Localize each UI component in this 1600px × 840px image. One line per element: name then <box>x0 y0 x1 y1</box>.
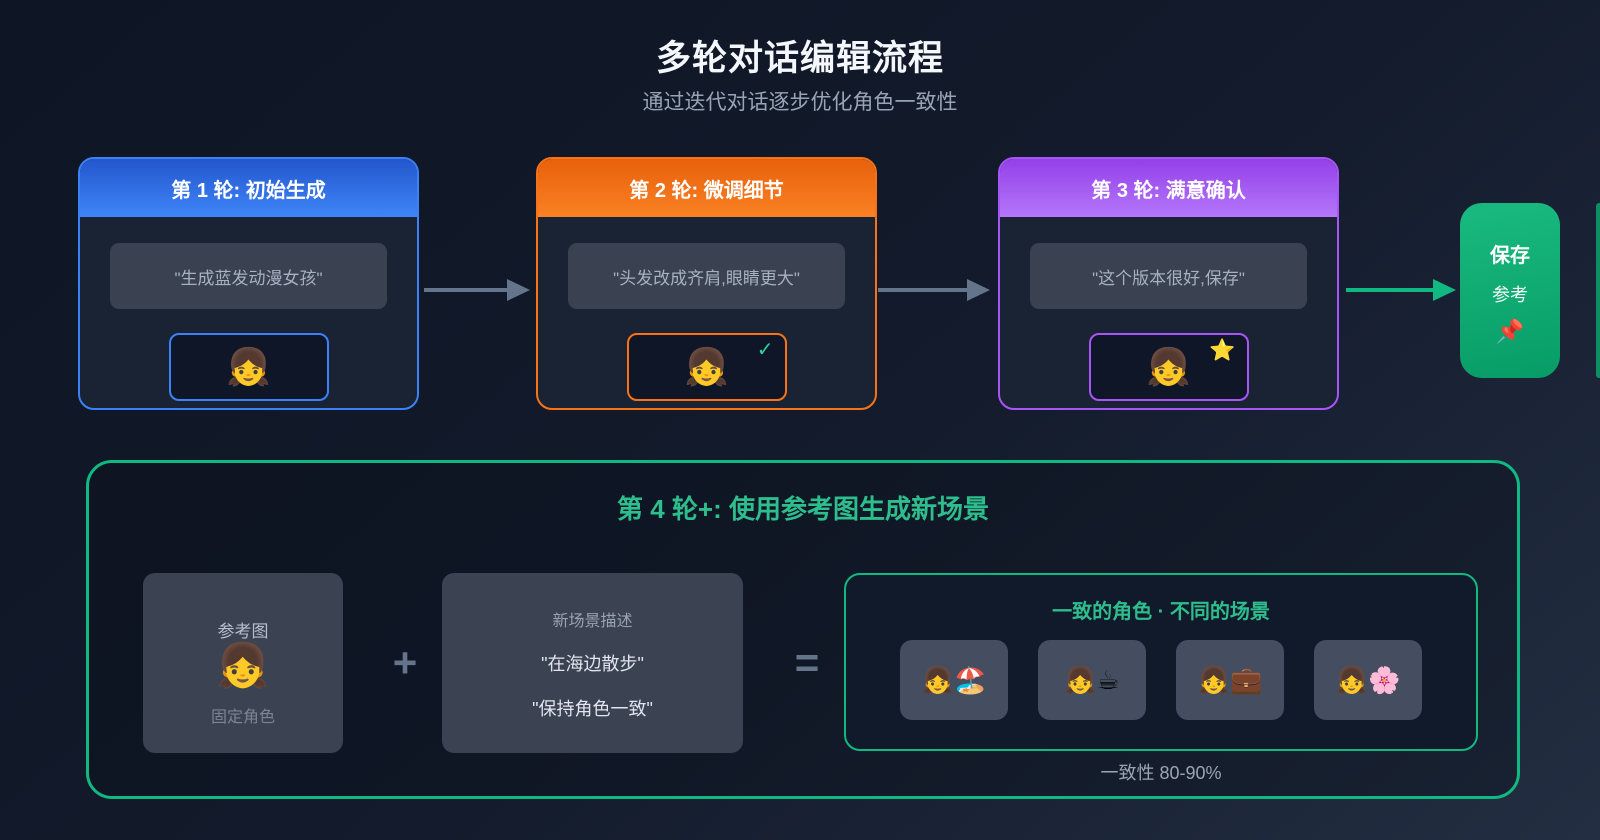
save-label: 保存 <box>1490 244 1530 267</box>
fixed-character-caption: 固定角色 <box>210 709 275 727</box>
scene-prompt-line: "在海边散步" <box>541 654 644 674</box>
round-3-prompt: "这个版本很好,保存" <box>1030 243 1307 309</box>
reference-label: 参考 <box>1492 284 1528 305</box>
round-1-image-box: 👧 <box>168 333 329 401</box>
page-title: 多轮对话编辑流程 <box>655 39 944 78</box>
round-3-header: 第 3 轮: 满意确认 <box>1000 159 1337 217</box>
scene-description-box: 新场景描述 "在海边散步" "保持角色一致" <box>442 573 743 753</box>
arrow-right-icon <box>424 279 530 301</box>
page-subtitle: 通过迭代对话逐步优化角色一致性 <box>642 91 958 114</box>
star-icon: ⭐ <box>1209 339 1236 362</box>
scene-tile-beach: 👧🏖️ <box>900 640 1008 720</box>
equals-sign: = <box>794 639 820 686</box>
save-reference-card: 保存 参考 📌 <box>1460 203 1560 378</box>
arrow-shaft <box>878 288 967 292</box>
result-box: 一致的角色 · 不同的场景 👧🏖️ 👧☕ 👧💼 👧🌸 <box>844 573 1478 751</box>
arrow-right-icon <box>878 279 990 301</box>
scene-description-label: 新场景描述 <box>552 613 633 630</box>
scene-tile-coffee: 👧☕ <box>1038 640 1146 720</box>
scene-tiles-row: 👧🏖️ 👧☕ 👧💼 👧🌸 <box>846 640 1476 720</box>
arrow-head <box>1433 279 1456 301</box>
arrow-shaft <box>1346 288 1433 292</box>
pushpin-emoji: 📌 <box>1495 317 1525 344</box>
round-3-image-box: 👧 ⭐ <box>1088 333 1249 401</box>
result-title: 一致的角色 · 不同的场景 <box>1052 601 1270 623</box>
girl-emoji: 👧 <box>684 346 729 387</box>
scene-tile-briefcase: 👧💼 <box>1176 640 1284 720</box>
reference-image-label: 参考图 <box>217 622 269 641</box>
girl-emoji: 👧 <box>226 346 271 387</box>
girl-emoji: 👧 <box>216 642 270 690</box>
girl-emoji: 👧 <box>1146 346 1191 387</box>
scene-tile-flower: 👧🌸 <box>1314 640 1422 720</box>
arrow-head <box>967 279 990 301</box>
arrow-right-icon <box>1346 279 1456 301</box>
round-2-header: 第 2 轮: 微调细节 <box>538 159 875 217</box>
round-1-card: 第 1 轮: 初始生成 "生成蓝发动漫女孩" 👧 <box>78 157 419 410</box>
reference-image-box: 参考图 👧 固定角色 <box>143 573 343 753</box>
plus-sign: + <box>392 639 418 686</box>
round-3-card: 第 3 轮: 满意确认 "这个版本很好,保存" 👧 ⭐ <box>998 157 1339 410</box>
arrow-head <box>507 279 530 301</box>
round-4-title: 第 4 轮+: 使用参考图生成新场景 <box>617 494 989 524</box>
round-2-card: 第 2 轮: 微调细节 "头发改成齐肩,眼睛更大" 👧 ✓ <box>536 157 877 410</box>
round-1-prompt: "生成蓝发动漫女孩" <box>110 243 387 309</box>
checkmark-icon: ✓ <box>756 339 774 361</box>
round-1-header: 第 1 轮: 初始生成 <box>80 159 417 217</box>
round-2-image-box: 👧 ✓ <box>626 333 787 401</box>
cutoff-card-edge <box>1596 203 1600 378</box>
arrow-shaft <box>424 288 507 292</box>
scene-prompt-line: "保持角色一致" <box>532 699 653 719</box>
round-4-section: 第 4 轮+: 使用参考图生成新场景 参考图 👧 固定角色 + 新场景描述 "在… <box>86 460 1520 799</box>
round-2-prompt: "头发改成齐肩,眼睛更大" <box>568 243 845 309</box>
consistency-caption: 一致性 80-90% <box>1100 763 1222 783</box>
